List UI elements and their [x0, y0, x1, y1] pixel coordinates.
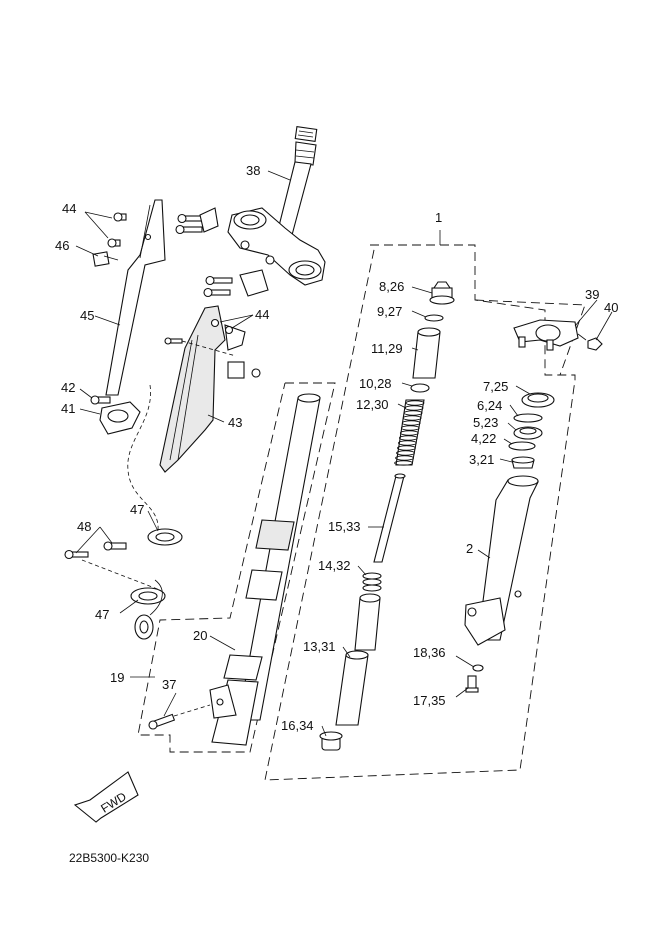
callout-16-34: 16,34: [281, 718, 314, 733]
callout-12-30: 12,30: [356, 397, 389, 412]
collar-11-29: [412, 327, 441, 379]
spring-coil: [405, 400, 425, 406]
callout-15-33: 15,33: [328, 519, 361, 534]
spring-coil: [399, 430, 419, 436]
callout-9-27: 9,27: [377, 304, 402, 319]
callout-7-25: 7,25: [483, 379, 508, 394]
spring-coil: [400, 425, 420, 431]
bolt-42: [90, 395, 111, 405]
piston-13-31-lower: [335, 650, 369, 726]
callout-6-24: 6,24: [477, 398, 502, 413]
drain-bolt-17-35: [465, 675, 479, 693]
callout-14-32: 14,32: [318, 558, 351, 573]
callout-41: 41: [61, 401, 75, 416]
callout-20: 20: [193, 628, 207, 643]
callout-45: 45: [80, 308, 94, 323]
callout-42: 42: [61, 380, 75, 395]
guard-bolts-44-right: [164, 318, 261, 379]
callout-labels: 1 2 3,21 4,22 5,23 6,24 7,25 8,26 9,27 1…: [55, 163, 618, 733]
dust-seal-7-25: [521, 392, 555, 408]
spring-coil: [402, 415, 422, 421]
callout-48: 48: [77, 519, 91, 534]
guard-bolts-44-left: [107, 212, 127, 248]
under-bracket-bolts: [175, 207, 269, 298]
washer-4-22: [508, 441, 536, 451]
callout-2: 2: [466, 541, 473, 556]
callout-4-22: 4,22: [471, 431, 496, 446]
fork-assembly-group-19-boundary: [137, 382, 336, 753]
callout-1: 1: [435, 210, 442, 225]
spring-seat-10-28: [410, 383, 430, 393]
forward-direction-arrow: FWD: [73, 771, 139, 823]
callout-10-28: 10,28: [359, 376, 392, 391]
bolts-48: [64, 541, 127, 560]
clip-46: [92, 251, 119, 267]
spring-coil: [395, 455, 414, 461]
callout-3-21: 3,21: [469, 452, 494, 467]
spring-coil: [404, 405, 424, 411]
fork-guard-right: [159, 305, 246, 473]
hose-guide-47-upper: [147, 528, 183, 546]
axle-bolt-37: [148, 704, 211, 730]
callout-8-26: 8,26: [379, 279, 404, 294]
callout-13-31: 13,31: [303, 639, 336, 654]
diagram-code: 22B5300-K230: [69, 851, 149, 865]
callout-17-35: 17,35: [413, 693, 446, 708]
spring-coil: [394, 460, 414, 466]
outer-tube-2: [464, 475, 539, 646]
clip-6-24: [513, 413, 543, 423]
hose-guide-47-lower: [130, 579, 166, 640]
callout-47-lower: 47: [95, 607, 109, 622]
callout-43: 43: [228, 415, 242, 430]
callout-5-23: 5,23: [473, 415, 498, 430]
callout-19: 19: [110, 670, 124, 685]
bushing-3-21: [511, 456, 535, 469]
inner-tube-20: [223, 393, 321, 721]
bracket-bolt: [577, 333, 603, 351]
callout-11-29: 11,29: [371, 341, 403, 356]
callout-47-upper: 47: [130, 502, 144, 517]
outer-tube-lower-20: [209, 679, 259, 746]
damper-rod-15-33: [373, 473, 406, 563]
spring-coil: [403, 410, 423, 416]
spring-coil: [398, 435, 418, 441]
spring-coil: [397, 440, 417, 446]
piston-13-31-upper: [354, 593, 381, 651]
bracket-group-boundary: [474, 299, 586, 376]
fork-guard-left: [105, 199, 166, 396]
callout-37: 37: [162, 677, 176, 692]
spring-coil: [401, 420, 421, 426]
o-ring-9-27: [424, 314, 444, 322]
fork-spring-12-30: [394, 399, 425, 466]
cable-holder-41: [99, 401, 141, 435]
callout-46: 46: [55, 238, 69, 253]
callout-18-36: 18,36: [413, 645, 446, 660]
under-bracket: [227, 207, 326, 286]
spring-coil: [397, 445, 416, 451]
rebound-spring-14-32: [362, 572, 382, 592]
oil-seal-5-23: [513, 426, 543, 440]
oil-lock-piece-16-34: [319, 731, 343, 751]
leader-lines: [75, 170, 613, 737]
cap-bolt-8-26: [429, 281, 455, 305]
callout-44-left: 44: [62, 201, 76, 216]
spring-coil: [396, 450, 415, 456]
callout-38: 38: [246, 163, 260, 178]
callout-39: 39: [585, 287, 599, 302]
handlebar-clamp-bracket: [513, 319, 579, 351]
washer-18-36: [472, 664, 484, 672]
callout-40: 40: [604, 300, 618, 315]
callout-44-right: 44: [255, 307, 269, 322]
